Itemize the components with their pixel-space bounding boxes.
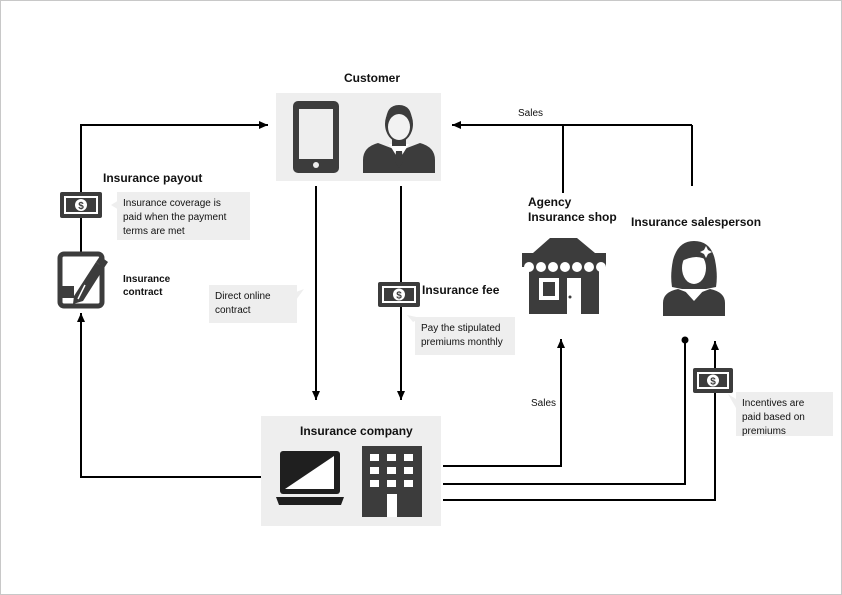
insurance-fee-label: Insurance fee [422,283,500,297]
money-icon: $ [60,192,102,218]
online-contract-callout: Direct online contract [209,285,297,323]
payout-arrow [80,121,268,192]
agency-sales-arrow [443,339,565,467]
svg-text:$: $ [710,377,716,388]
svg-text:$: $ [396,291,402,302]
sales-agency-label: Sales [531,398,557,409]
agency-label: Agency Insurance shop [528,195,617,224]
building-icon [362,446,422,517]
woman-icon [663,241,725,316]
contract-arrow [77,313,261,478]
incentive-callout: Incentives are paid based on premiums [736,392,833,437]
online-callout-pointer [296,289,304,300]
salesperson-label: Insurance salesperson [631,215,762,229]
salesperson-dot [681,336,689,344]
fee-callout-pointer [407,315,421,322]
money-icon: $ [693,368,733,393]
shop-icon [522,238,606,314]
sales-top-label: Sales [518,108,544,119]
customer-label: Customer [344,71,401,85]
incentive-callout-pointer [728,394,736,408]
insurance-payout-label: Insurance payout [103,171,203,185]
insurance-company-label: Insurance company [300,424,413,438]
businessman-icon [363,105,435,173]
money-icon: $ [378,282,420,307]
tablet-icon [293,101,339,173]
incentive-line [443,393,716,501]
fee-callout: Pay the stipulated premiums monthly [415,317,515,355]
contract-label: Insurance contract [123,274,171,298]
salesperson-link [443,343,686,485]
svg-text:$: $ [78,201,84,212]
contract-icon [57,251,108,309]
laptop-icon [276,451,344,505]
payout-callout: Insurance coverage is paid when the paym… [117,192,250,240]
